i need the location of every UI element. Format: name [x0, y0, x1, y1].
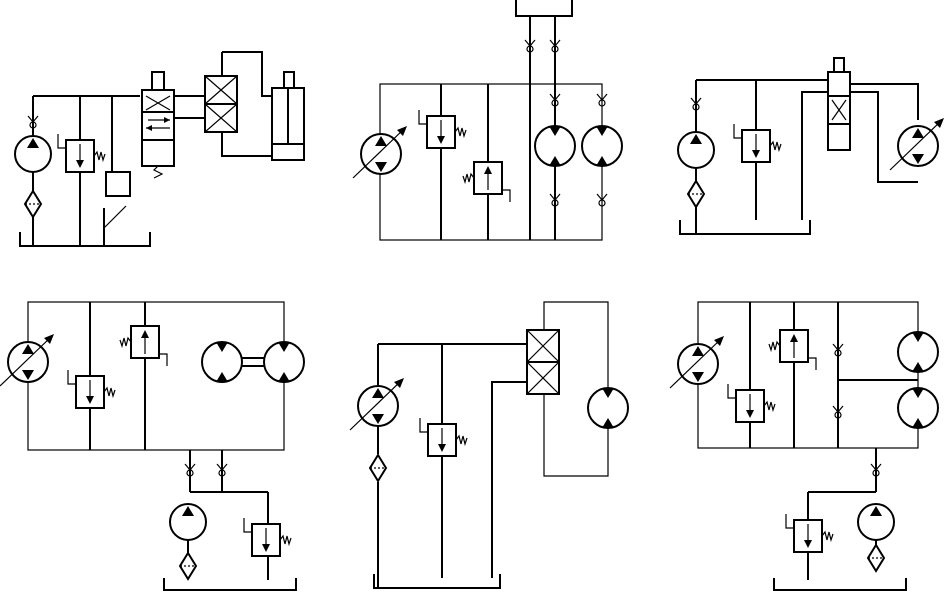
circuit-5 [349, 301, 629, 589]
circuit-6 [669, 301, 939, 591]
circuit-4 [0, 301, 305, 591]
circuit-1 [14, 51, 305, 247]
circuit-3 [677, 57, 944, 235]
circuit-2 [352, 0, 623, 241]
